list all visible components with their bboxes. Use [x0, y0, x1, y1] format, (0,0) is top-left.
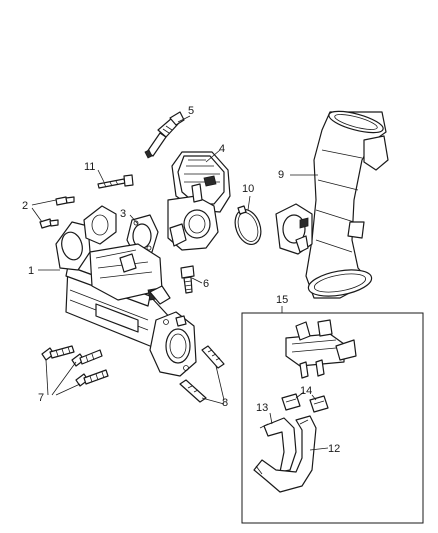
callout-10: 10	[242, 183, 254, 195]
callout-11: 11	[84, 161, 95, 173]
egr-valve	[167, 151, 231, 251]
temperature-sensor	[144, 111, 185, 159]
small-bolts	[39, 196, 75, 229]
callout-labels: 1 2 3 4 5 6 7 8 9 10 11 12 13 14 15	[22, 105, 340, 455]
inset-box	[241, 312, 424, 524]
leader-lines	[31, 115, 329, 451]
bolts-7	[41, 345, 109, 387]
callout-14: 14	[300, 385, 312, 397]
callout-9: 9	[278, 169, 284, 181]
callout-13: 13	[256, 402, 268, 414]
hose-clips	[281, 393, 329, 413]
callout-12: 12	[328, 443, 340, 455]
hoses	[253, 415, 317, 493]
callout-7: 7	[38, 392, 44, 404]
callout-5: 5	[188, 105, 194, 117]
callout-8: 8	[222, 397, 228, 409]
long-bolt	[97, 174, 134, 189]
egr-cooler	[55, 205, 197, 377]
pressure-sensor	[285, 319, 357, 379]
intake-tube	[275, 110, 389, 299]
bolt-6	[180, 265, 195, 294]
callout-1: 1	[28, 265, 34, 277]
callout-6: 6	[203, 278, 209, 290]
callout-15: 15	[276, 294, 288, 306]
callout-3: 3	[120, 208, 126, 220]
callout-2: 2	[22, 200, 28, 212]
studs-8	[179, 345, 225, 403]
clamp-ring	[234, 205, 262, 246]
callout-4: 4	[219, 143, 225, 155]
